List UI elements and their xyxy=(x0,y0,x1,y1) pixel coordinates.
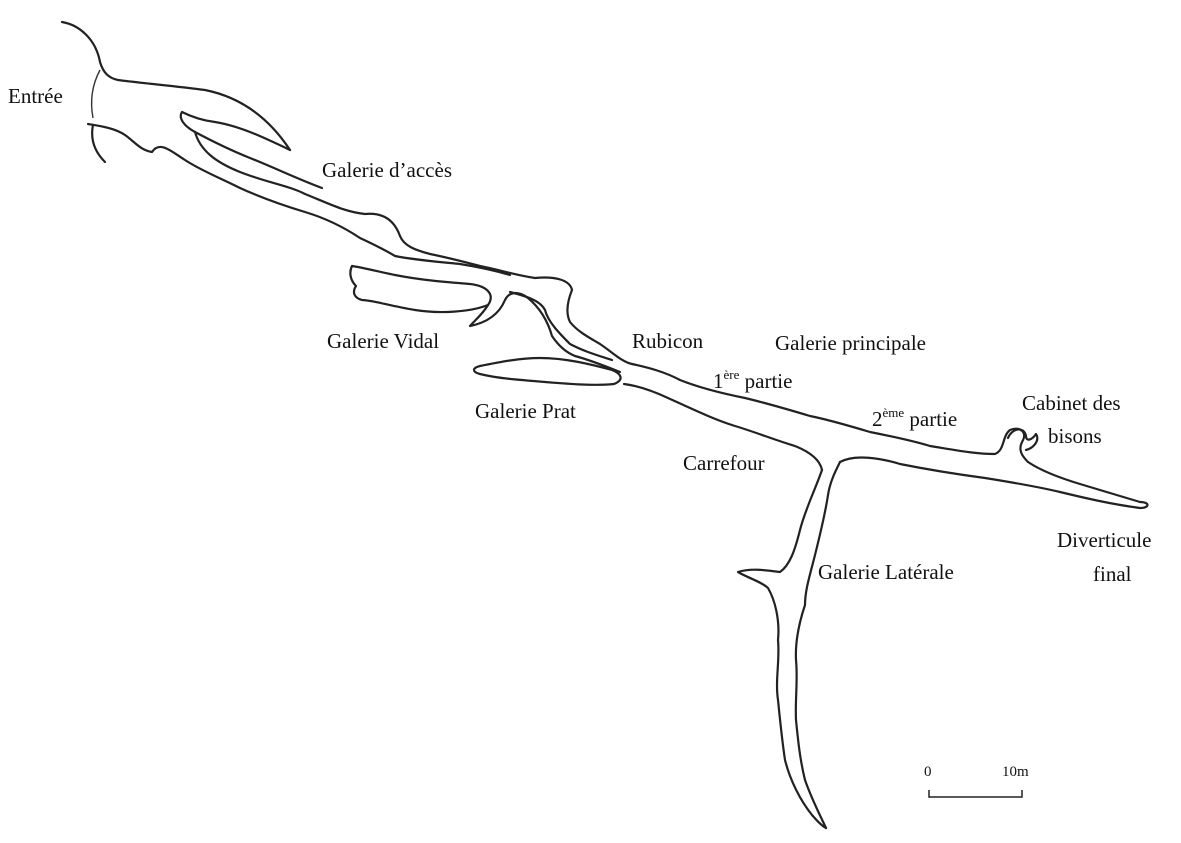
partie1-word: partie xyxy=(739,369,792,393)
label-galerie-acces: Galerie d’accès xyxy=(322,158,452,182)
label-partie-1: 1ère partie xyxy=(713,367,792,393)
galerie-principale-south-wall xyxy=(622,382,824,472)
galerie-principale-south-wall-east xyxy=(838,456,1149,510)
scale-bar: 0 10m xyxy=(924,764,1029,798)
label-galerie-laterale: Galerie Latérale xyxy=(818,560,954,584)
entrance-opening xyxy=(91,69,101,119)
label-partie-2: 2ème partie xyxy=(872,405,957,431)
galerie-laterale-east-wall xyxy=(794,460,842,830)
label-entree: Entrée xyxy=(8,84,63,108)
scale-bar-line xyxy=(928,790,1023,798)
galerie-acces-north-wall xyxy=(193,130,634,366)
entrance-side-passage xyxy=(179,110,324,190)
partie2-number: 2 xyxy=(872,407,883,431)
label-diverticule-final-2: final xyxy=(1093,562,1132,586)
rubicon-junction xyxy=(468,291,622,374)
partie2-word: partie xyxy=(904,407,957,431)
galerie-acces-south-wall xyxy=(86,122,512,277)
label-carrefour: Carrefour xyxy=(683,451,765,475)
scale-bar-start-label: 0 xyxy=(924,764,932,780)
galerie-laterale-west-wall xyxy=(736,468,828,830)
label-cabinet-des-bisons-1: Cabinet des xyxy=(1022,391,1121,415)
label-galerie-vidal: Galerie Vidal xyxy=(327,329,439,353)
label-diverticule-final-1: Diverticule xyxy=(1057,528,1151,552)
scale-bar-end-label: 10m xyxy=(1002,764,1029,780)
label-cabinet-des-bisons-2: bisons xyxy=(1048,424,1102,448)
partie2-superscript: ème xyxy=(883,405,905,420)
cabinet-des-bisons-outline xyxy=(1006,428,1039,452)
galerie-vidal-outline xyxy=(349,264,492,314)
entrance-outline xyxy=(60,20,292,152)
galerie-principale-north-wall xyxy=(630,362,1142,504)
galerie-prat-outline xyxy=(472,356,622,386)
partie1-superscript: ère xyxy=(724,367,740,382)
label-galerie-principale: Galerie principale xyxy=(775,331,926,355)
label-rubicon: Rubicon xyxy=(632,329,704,353)
rubicon-inner-wall xyxy=(508,290,614,362)
partie1-number: 1 xyxy=(713,369,724,393)
label-galerie-prat: Galerie Prat xyxy=(475,399,576,423)
